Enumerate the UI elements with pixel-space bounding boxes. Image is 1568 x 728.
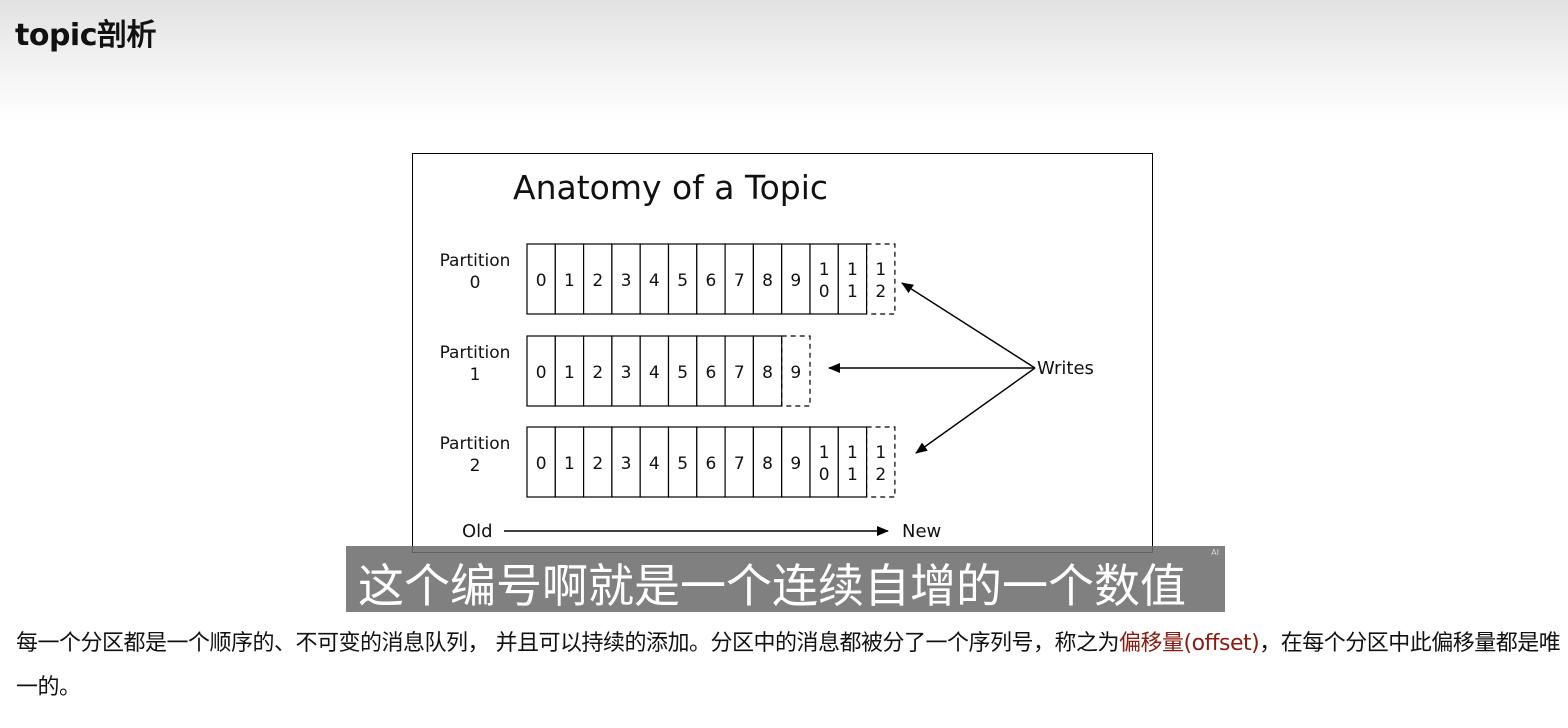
offset-cell-label: 6 <box>706 363 717 383</box>
offset-cell-label: 0 <box>536 271 547 291</box>
offset-cell-label: 7 <box>734 454 745 474</box>
offset-cell <box>837 243 868 315</box>
offset-cell-label: 8 <box>762 271 773 291</box>
offset-cell <box>583 426 613 498</box>
writes-label: Writes <box>1037 358 1094 379</box>
offset-cell <box>583 335 613 407</box>
offset-cell <box>554 335 585 407</box>
offset-cell <box>837 426 868 498</box>
partition-number: 0 <box>470 273 481 293</box>
next-offset-cell <box>866 243 896 315</box>
offset-cell-label: 3 <box>621 363 632 383</box>
offset-cell-label: 0 <box>536 363 547 383</box>
offset-cell <box>781 243 811 315</box>
partition-number: 1 <box>470 365 481 385</box>
offset-cell-label: 6 <box>706 271 717 291</box>
partition-number: 2 <box>470 456 481 476</box>
offset-cell-label: 1 <box>564 271 575 291</box>
offset-cell-label: 5 <box>677 363 688 383</box>
writes-arrows <box>828 282 1036 454</box>
offset-cell <box>639 243 670 315</box>
offset-cell <box>526 243 556 315</box>
offset-cell-label: 4 <box>649 271 660 291</box>
offset-cell-label: 2 <box>592 363 603 383</box>
paragraph-text-after: ，在每个分区中此偏移量都是唯一的。 <box>16 631 1561 700</box>
offset-cell-label: 7 <box>734 363 745 383</box>
partition-label: Partition <box>440 343 511 363</box>
offset-cell-label: 3 <box>621 271 632 291</box>
offset-cell-label: 4 <box>649 454 660 474</box>
offset-cell-label: 3 <box>621 454 632 474</box>
ai-mark: AI <box>1211 548 1219 557</box>
offset-cell-label: 2 <box>592 271 603 291</box>
offset-cell <box>639 426 670 498</box>
header-band: topic剖析 <box>0 0 1568 120</box>
subtitle-text: 这个编号啊就是一个连续自增的一个数值 <box>358 559 1186 613</box>
offset-cell-label: 1 <box>564 363 575 383</box>
old-label: Old <box>462 521 493 542</box>
offset-cell <box>639 335 670 407</box>
offset-cell-label: 2 <box>592 454 603 474</box>
page-title: topic剖析 <box>15 18 157 53</box>
offset-highlight: 偏移量(offset) <box>1119 631 1260 656</box>
offset-cell-label: 1 <box>564 454 575 474</box>
offset-cell-label: 5 <box>677 454 688 474</box>
offset-cell <box>724 426 755 498</box>
diagram-title: Anatomy of a Topic <box>513 168 828 207</box>
paragraph-text-before: 每一个分区都是一个顺序的、不可变的消息队列， 并且可以持续的添加。分区中的消息都… <box>16 631 1120 656</box>
writes-arrow-partition-2 <box>915 367 1036 454</box>
partition-label: Partition <box>440 251 511 271</box>
offset-cell <box>696 243 726 315</box>
offset-cell-label: 0 <box>536 454 547 474</box>
offset-cell <box>752 426 783 498</box>
description-paragraph: 每一个分区都是一个顺序的、不可变的消息队列， 并且可以持续的添加。分区中的消息都… <box>16 622 1561 710</box>
offset-cell-label: 8 <box>762 363 773 383</box>
offset-cell <box>611 426 641 498</box>
offset-cell <box>781 426 811 498</box>
offset-cell-label: 7 <box>734 271 745 291</box>
offset-cell <box>583 243 613 315</box>
next-offset-cell <box>866 426 896 498</box>
offset-cell-label: 9 <box>790 271 801 291</box>
offset-cell-label: 6 <box>706 454 717 474</box>
next-offset-label: 9 <box>790 363 801 383</box>
offset-cell-label: 8 <box>762 454 773 474</box>
offset-cell <box>752 335 783 407</box>
offset-cell <box>526 426 556 498</box>
offset-cell <box>724 243 755 315</box>
offset-cell <box>724 335 755 407</box>
offset-cell-label: 5 <box>677 271 688 291</box>
offset-cell <box>554 243 585 315</box>
new-label: New <box>902 521 941 542</box>
offset-cell <box>667 243 698 315</box>
offset-cell <box>752 243 783 315</box>
writes-arrow-partition-0 <box>901 282 1036 369</box>
offset-cell-label: 4 <box>649 363 660 383</box>
video-subtitle: 这个编号啊就是一个连续自增的一个数值 AI <box>346 546 1225 613</box>
offset-cell <box>667 426 698 498</box>
offset-cell <box>611 335 641 407</box>
offset-cell-label: 9 <box>790 454 801 474</box>
partition-label: Partition <box>440 434 511 454</box>
offset-cell <box>554 426 585 498</box>
next-offset-cell <box>781 335 811 407</box>
